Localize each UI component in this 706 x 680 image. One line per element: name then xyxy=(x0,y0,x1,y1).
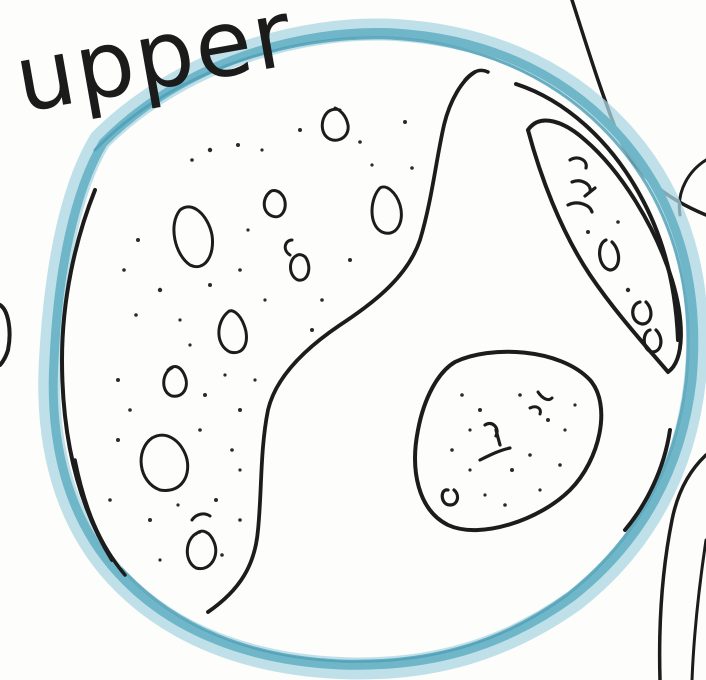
inclusion-5 xyxy=(285,240,292,255)
cell-membrane xyxy=(53,33,694,666)
inclusion-10 xyxy=(187,531,215,568)
nucleolus xyxy=(442,423,510,505)
grana-dot xyxy=(626,288,630,292)
inclusion-2 xyxy=(174,207,213,267)
inclusion-3 xyxy=(264,191,285,217)
nucleus xyxy=(415,352,601,530)
inclusion-6 xyxy=(291,255,309,281)
grana-1 xyxy=(600,240,619,270)
inclusion-9 xyxy=(141,435,188,490)
nucleus-marks xyxy=(530,392,552,414)
vacuole-boundary-tick xyxy=(465,70,488,80)
inclusion-8 xyxy=(164,367,187,397)
nucleus-chromatin xyxy=(450,393,576,507)
vacuole-boundary xyxy=(208,72,475,612)
upper-label: upper xyxy=(7,0,301,134)
neighbor-cell-outline-left xyxy=(0,305,10,365)
grana-3 xyxy=(644,330,661,352)
inclusion-1 xyxy=(322,108,348,140)
cell-membrane-sketch-stroke xyxy=(95,38,688,662)
grana-2 xyxy=(633,302,651,324)
inclusion-11 xyxy=(192,514,210,520)
neighbor-cell-outline-right xyxy=(679,160,706,215)
vacuole-inclusions xyxy=(141,108,401,569)
thylakoid-marks xyxy=(568,158,595,212)
grana-dot xyxy=(586,230,590,234)
grana-dot xyxy=(616,220,620,224)
inclusion-4 xyxy=(372,187,401,233)
neighbor-cell-outline-bottom-right-2 xyxy=(692,540,706,680)
inclusion-7 xyxy=(219,311,247,353)
